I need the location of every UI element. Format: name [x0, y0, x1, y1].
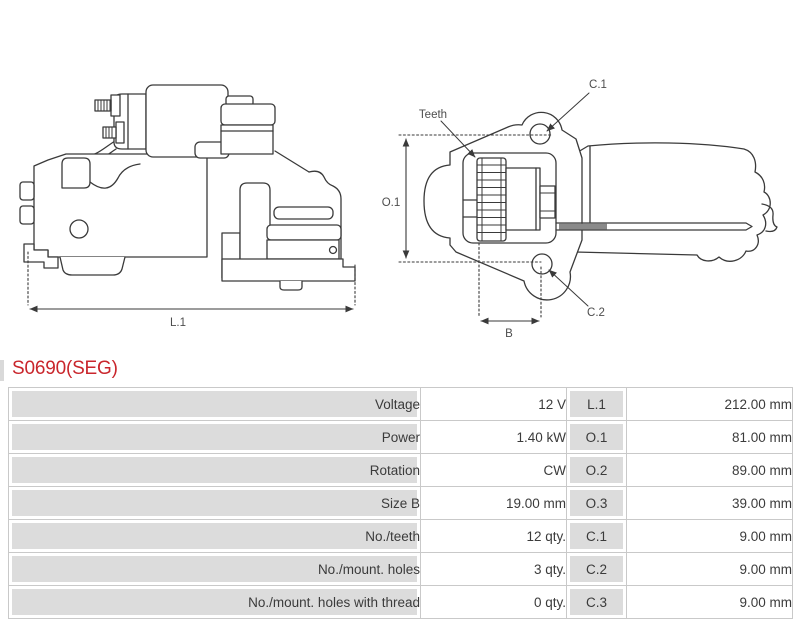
mount-hole-bottom [531, 253, 553, 275]
dim-code: C.2 [566, 552, 627, 586]
stud-threads [105, 126, 113, 139]
spec-value: 12 qty. [420, 519, 567, 553]
spec-label: No./mount. holes [8, 552, 421, 586]
pinion-gear [476, 157, 507, 242]
dim-value: 9.00 mm [626, 519, 793, 553]
left-tab [19, 205, 35, 225]
dim-label-b: B [505, 328, 513, 340]
nose-bump [61, 157, 91, 189]
spec-table: Voltage 12 V L.1 212.00 mm Power 1.40 kW… [8, 387, 793, 619]
left-tab [19, 181, 35, 201]
rear-foot-tab [279, 280, 303, 291]
side-view: L.1 [19, 84, 356, 329]
c1-leader-line [546, 92, 590, 132]
rear-rail-lower [266, 224, 342, 241]
rear-rail-upper [273, 206, 334, 220]
through-bolt [555, 222, 753, 231]
cropped-edge-artifact [0, 360, 4, 381]
dim-code: C.3 [566, 585, 627, 619]
spec-value: 19.00 mm [420, 486, 567, 520]
dim-label-l1: L.1 [170, 317, 186, 329]
rear-diagonal [274, 150, 310, 173]
clutch-step-lines [539, 192, 556, 212]
dim-value: 39.00 mm [626, 486, 793, 520]
teeth-leader-line [440, 120, 476, 158]
body-hole [69, 219, 89, 239]
bracket-leg [239, 182, 271, 279]
dim-value: 89.00 mm [626, 453, 793, 487]
rear-plate [266, 239, 340, 260]
spec-label: Rotation [8, 453, 421, 487]
starter-motor-drawing: L.1 [19, 79, 778, 340]
spec-value: 3 qty. [420, 552, 567, 586]
hole-bottom-label: C.2 [587, 307, 605, 319]
stud-threads [97, 99, 111, 112]
dim-code: O.1 [566, 420, 627, 454]
technical-drawing-area: L.1 [19, 79, 778, 340]
through-bolt-shaded [559, 223, 607, 230]
spec-value: CW [420, 453, 567, 487]
dim-value: 9.00 mm [626, 585, 793, 619]
body-outline [33, 153, 208, 258]
spec-label: Size B [8, 486, 421, 520]
spec-row-voltage: Voltage 12 V L.1 212.00 mm [8, 387, 793, 421]
dim-code: C.1 [566, 519, 627, 553]
c2-leader-line [548, 269, 589, 307]
drive-clutch [505, 167, 541, 231]
motor-end-nub [761, 203, 778, 233]
bottom-foot [59, 256, 126, 276]
stud-nut [115, 121, 125, 144]
teeth-label: Teeth [419, 109, 447, 121]
gear-teeth-lines [476, 164, 507, 233]
clutch-step [539, 185, 556, 219]
front-foot [23, 243, 59, 269]
dim-code: L.1 [566, 387, 627, 421]
spec-label: No./teeth [8, 519, 421, 553]
spec-label: No./mount. holes with thread [8, 585, 421, 619]
rear-block-lower [220, 124, 274, 155]
front-view: O.1 B Teeth C.1 C.2 [382, 79, 778, 340]
dim-code: O.3 [566, 486, 627, 520]
spec-value: 1.40 kW [420, 420, 567, 454]
spec-label: Voltage [8, 387, 421, 421]
housing-inner-lines [462, 199, 478, 218]
rear-hump [308, 170, 342, 260]
stud-nut [110, 94, 121, 117]
rear-screw [328, 245, 338, 255]
spec-row-mount-holes: No./mount. holes 3 qty. C.2 9.00 mm [8, 552, 793, 586]
rear-block-upper [220, 103, 276, 126]
rear-foot [221, 258, 356, 282]
spec-value: 0 qty. [420, 585, 567, 619]
spec-row-teeth: No./teeth 12 qty. C.1 9.00 mm [8, 519, 793, 553]
part-number-title: S0690(SEG) [12, 358, 118, 379]
spec-row-rotation: Rotation CW O.2 89.00 mm [8, 453, 793, 487]
dim-value: 9.00 mm [626, 552, 793, 586]
dim-code: O.2 [566, 453, 627, 487]
spec-row-size-b: Size B 19.00 mm O.3 39.00 mm [8, 486, 793, 520]
dim-value: 81.00 mm [626, 420, 793, 454]
dim-value: 212.00 mm [626, 387, 793, 421]
hole-top-label: C.1 [589, 79, 607, 91]
spec-value: 12 V [420, 387, 567, 421]
dim-label-o1: O.1 [382, 197, 401, 209]
spec-label: Power [8, 420, 421, 454]
mount-hole-top [529, 123, 551, 145]
nose-pocket-line [89, 163, 141, 189]
terminal-stud [94, 99, 112, 112]
spec-row-mount-holes-thread: No./mount. holes with thread 0 qty. C.3 … [8, 585, 793, 619]
motor-top [557, 142, 771, 262]
spec-row-power: Power 1.40 kW O.1 81.00 mm [8, 420, 793, 454]
gear-face-lines [481, 157, 502, 242]
